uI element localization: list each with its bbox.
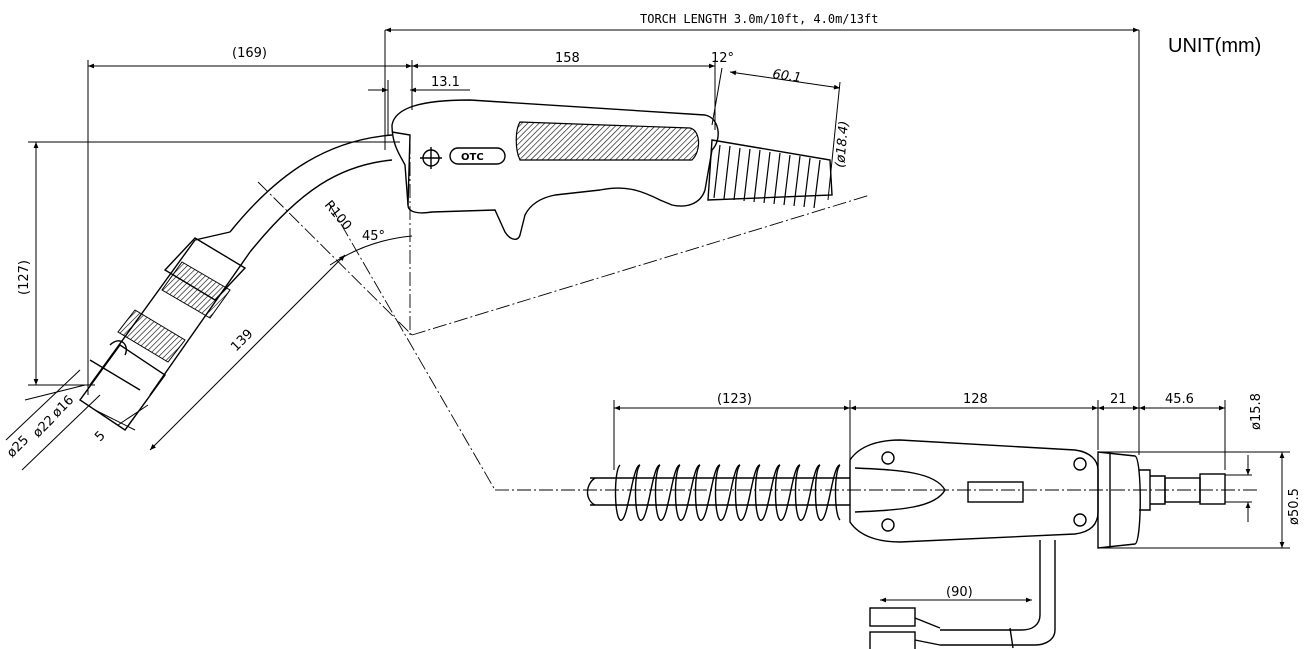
handle-grip — [515, 121, 700, 161]
torch-length-label: TORCH LENGTH 3.0m/10ft, 4.0m/13ft — [640, 12, 878, 26]
brand-logo: OTC — [461, 152, 484, 163]
dim-45-6: 45.6 — [1165, 392, 1194, 407]
dim-158-top: 158 — [555, 51, 580, 66]
dim-127: (127) — [17, 260, 32, 295]
dim-21: 21 — [1110, 392, 1127, 407]
top-view-handle — [849, 439, 1226, 549]
dim-r100: R100 — [321, 198, 354, 234]
torch-length-dimension — [384, 27, 1140, 455]
dim-12deg: 12° — [711, 51, 734, 66]
dim-90: (90) — [946, 585, 973, 600]
top-view-dimension-lines — [613, 400, 1290, 603]
top-view-spring — [614, 464, 841, 521]
dim-123: (123) — [717, 392, 752, 407]
side-view-spring — [713, 144, 821, 209]
side-view-center-lines — [257, 140, 871, 491]
dim-dia-18-4: (ø18.4) — [833, 120, 852, 168]
dim-13-1: 13.1 — [431, 75, 460, 90]
dim-5: 5 — [92, 428, 108, 444]
side-view-torch-outline — [79, 99, 833, 431]
dim-128: 128 — [963, 392, 988, 407]
dim-169: (169) — [232, 46, 267, 61]
dim-dia-50-5: ø50.5 — [1287, 488, 1302, 525]
side-view-knurl-rings — [117, 261, 231, 363]
dim-139: 139 — [228, 327, 256, 355]
dim-45deg: 45° — [362, 229, 385, 244]
unit-label: UNIT(mm) — [1168, 35, 1261, 57]
side-view-dimension-lines — [5, 60, 841, 471]
dim-dia-16: ø16 — [49, 393, 77, 421]
dim-60-1: 60.1 — [771, 67, 802, 86]
dim-dia-22: ø22 — [30, 413, 58, 441]
top-view-pigtail — [869, 540, 1056, 649]
dim-dia-15-8: ø15.8 — [1249, 393, 1264, 430]
